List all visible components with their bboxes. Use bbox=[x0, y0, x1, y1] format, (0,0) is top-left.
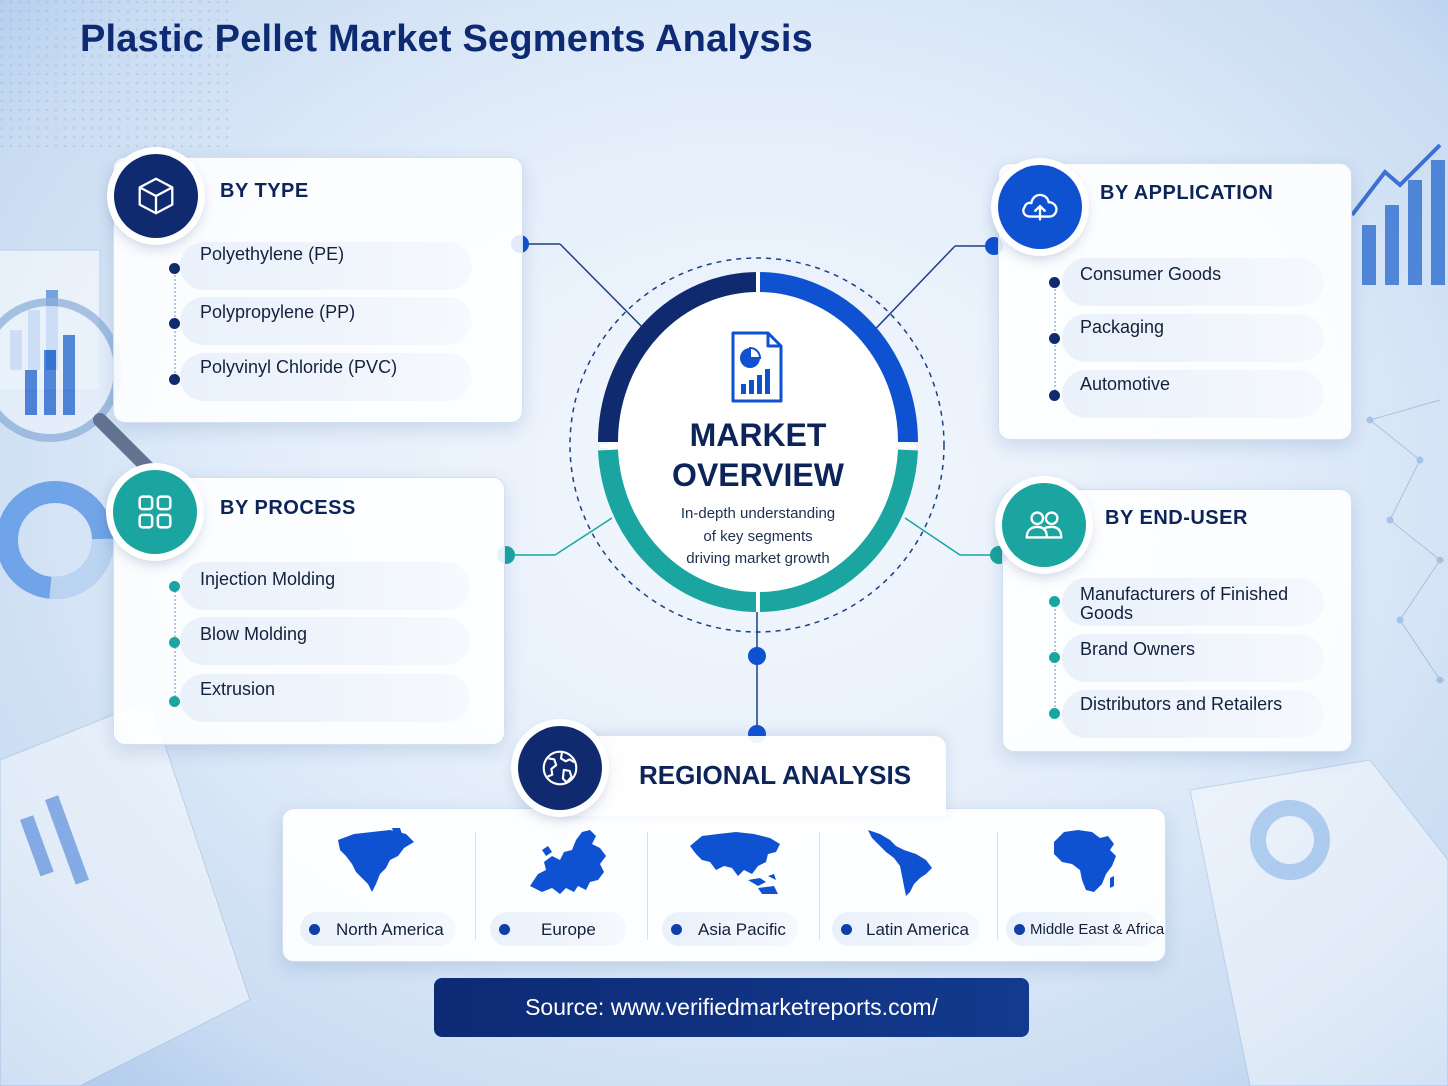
end-user-item-distributors: Distributors and Retailers bbox=[1080, 694, 1283, 714]
bullet-dot bbox=[169, 696, 180, 707]
list-item bbox=[1062, 258, 1324, 306]
bullet-dot bbox=[1049, 390, 1060, 401]
application-item-packaging: Packaging bbox=[1080, 317, 1165, 337]
cube-icon bbox=[114, 154, 198, 238]
region-dot bbox=[1014, 924, 1025, 935]
end-user-item-manufacturers-cont: Goods bbox=[1080, 603, 1134, 623]
bg-document-right bbox=[1189, 759, 1448, 1086]
region-pill bbox=[662, 912, 798, 946]
bullet-dot bbox=[1049, 277, 1060, 288]
overview-subtitle: In-depth understanding of key segments d… bbox=[660, 503, 856, 571]
region-pill bbox=[832, 912, 980, 946]
grid-icon bbox=[113, 470, 197, 554]
overview-title: MARKET OVERVIEW bbox=[640, 415, 876, 495]
region-dot bbox=[671, 924, 682, 935]
region-pill bbox=[1006, 912, 1158, 946]
end-user-item-brand-owners: Brand Owners bbox=[1080, 639, 1196, 659]
end-user-item-manufacturers: Manufacturers of Finished bbox=[1080, 584, 1289, 604]
north-america-map-icon bbox=[338, 828, 414, 892]
list-item bbox=[1062, 634, 1324, 682]
bg-donut-chart bbox=[0, 481, 114, 599]
list-item bbox=[180, 353, 472, 401]
bullet-dot bbox=[169, 318, 180, 329]
list-item bbox=[180, 617, 470, 665]
process-item-blow: Blow Molding bbox=[200, 624, 308, 644]
report-chart-icon bbox=[731, 331, 783, 403]
region-divider bbox=[475, 832, 476, 940]
source-link[interactable]: Source: www.verifiedmarketreports.com/ bbox=[434, 978, 1029, 1037]
list-item bbox=[180, 562, 470, 610]
market-overview-ring bbox=[598, 272, 918, 613]
overview-title-line1: MARKET bbox=[689, 417, 827, 453]
globe-icon bbox=[518, 726, 602, 810]
region-pill bbox=[490, 912, 626, 946]
type-item-pp: Polypropylene (PP) bbox=[200, 302, 356, 322]
application-item-consumer: Consumer Goods bbox=[1080, 264, 1222, 284]
region-divider bbox=[997, 832, 998, 940]
page-title: Plastic Pellet Market Segments Analysis bbox=[80, 18, 813, 60]
asia-pacific-map-icon bbox=[690, 832, 780, 894]
type-item-pvc: Polyvinyl Chloride (PVC) bbox=[200, 357, 398, 377]
bullet-dot bbox=[169, 581, 180, 592]
list-item bbox=[180, 297, 472, 345]
cloud-upload-icon bbox=[998, 165, 1082, 249]
overview-title-line2: OVERVIEW bbox=[672, 457, 844, 493]
region-divider bbox=[647, 832, 648, 940]
regional-analysis-heading: REGIONAL ANALYSIS bbox=[638, 760, 912, 790]
list-item bbox=[1062, 314, 1324, 362]
overview-subtitle-line1: In-depth understanding bbox=[680, 505, 836, 522]
region-asia-pacific: Asia Pacific bbox=[698, 920, 786, 939]
bullet-dot bbox=[1049, 708, 1060, 719]
bullet-dot bbox=[1049, 596, 1060, 607]
bg-network bbox=[1366, 399, 1444, 684]
latin-america-map-icon bbox=[868, 830, 932, 896]
list-item bbox=[1062, 690, 1324, 738]
region-pill bbox=[300, 912, 456, 946]
bullet-dot bbox=[1049, 652, 1060, 663]
region-divider bbox=[819, 832, 820, 940]
bullet-dot bbox=[169, 263, 180, 274]
bullet-dot bbox=[169, 374, 180, 385]
list-item bbox=[1062, 370, 1324, 418]
region-dot bbox=[499, 924, 510, 935]
by-type-heading: BY TYPE bbox=[220, 180, 309, 202]
europe-map-icon bbox=[530, 830, 606, 894]
region-middle-east-africa: Middle East & Africa bbox=[1030, 921, 1165, 938]
bullet-dot bbox=[1049, 333, 1060, 344]
list-item bbox=[1062, 578, 1324, 626]
region-dot bbox=[309, 924, 320, 935]
regional-analysis-tab bbox=[560, 736, 946, 816]
region-latin-america: Latin America bbox=[866, 920, 969, 939]
region-europe: Europe bbox=[541, 920, 596, 939]
application-item-automotive: Automotive bbox=[1080, 374, 1171, 394]
overview-subtitle-line2: of key segments bbox=[703, 527, 813, 545]
region-dot bbox=[841, 924, 852, 935]
by-process-heading: BY PROCESS bbox=[220, 497, 356, 519]
by-application-heading: BY APPLICATION bbox=[1100, 182, 1274, 204]
type-item-pe: Polyethylene (PE) bbox=[200, 244, 345, 264]
users-icon bbox=[1002, 483, 1086, 567]
region-north-america: North America bbox=[336, 920, 444, 939]
list-item bbox=[180, 674, 470, 722]
list-item bbox=[180, 242, 472, 290]
overview-subtitle-line3: driving market growth bbox=[686, 550, 830, 567]
by-end-user-heading: BY END-USER bbox=[1105, 507, 1248, 529]
bg-trend-chart bbox=[1350, 143, 1445, 285]
process-item-injection: Injection Molding bbox=[200, 569, 336, 589]
bg-document-left bbox=[0, 699, 251, 1086]
process-item-extrusion: Extrusion bbox=[200, 679, 276, 699]
bullet-dot bbox=[169, 637, 180, 648]
middle-east-africa-map-icon bbox=[1054, 830, 1116, 892]
